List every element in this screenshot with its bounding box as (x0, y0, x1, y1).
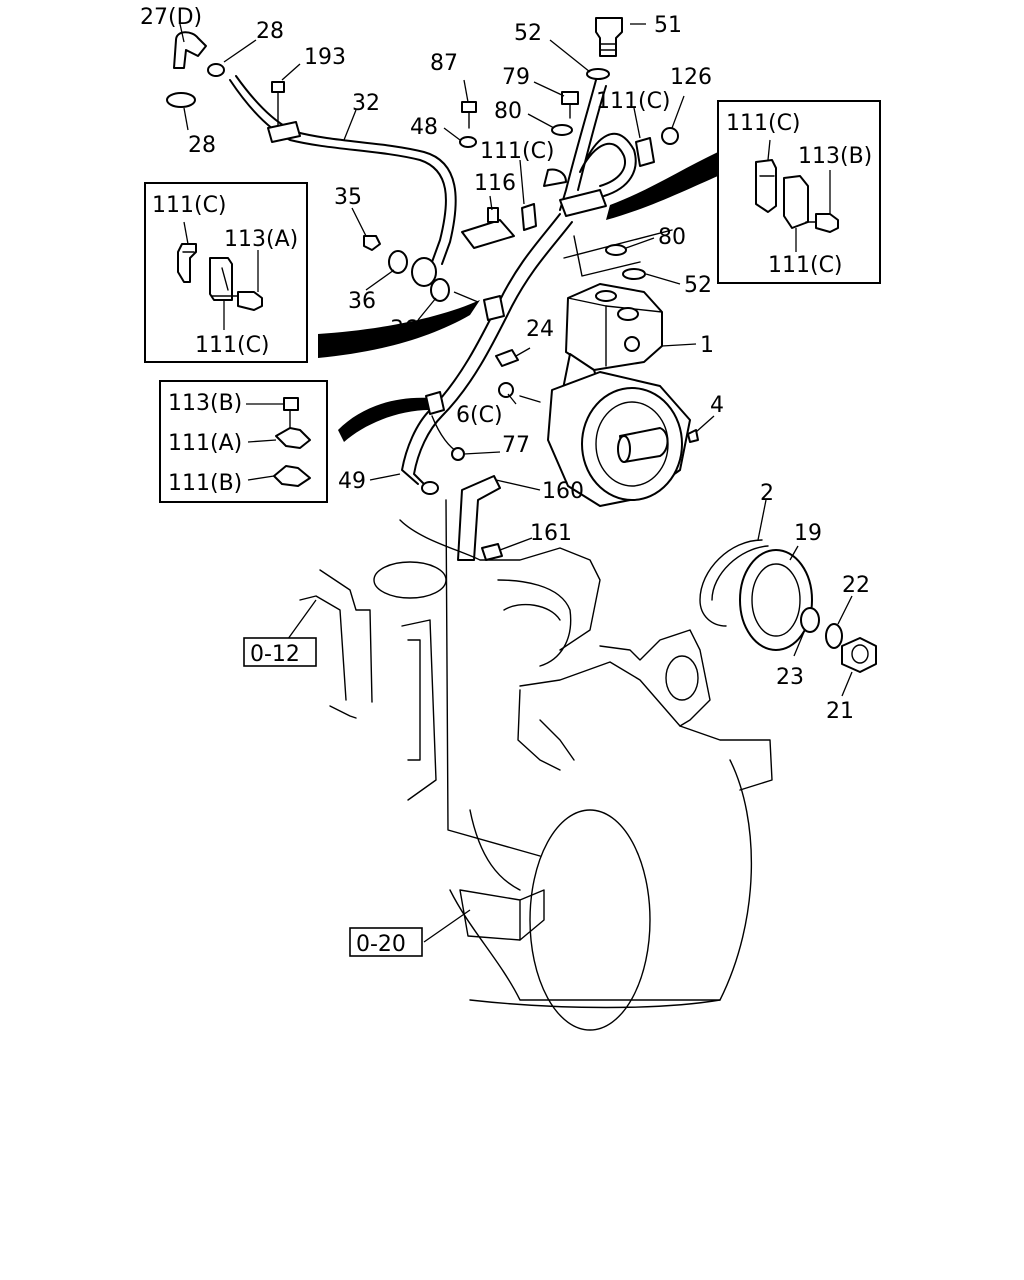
callout-36-right: 36 (390, 317, 418, 342)
callout-4: 4 (710, 393, 724, 418)
reference-label-0-12: 0-12 (250, 642, 300, 667)
callout-22: 22 (842, 573, 870, 598)
callout-23: 23 (776, 665, 804, 690)
callout-27d: 27(D) (140, 5, 202, 30)
reference-box-0-20[interactable]: 0-20 (349, 927, 423, 957)
callout-19: 19 (794, 521, 822, 546)
box-label-111a: 111(A) (168, 431, 242, 456)
callout-80-top: 80 (494, 99, 522, 124)
box-label-111c-top: 111(C) (152, 193, 227, 218)
engine-block-outline (299, 519, 773, 1031)
callout-32: 32 (352, 91, 380, 116)
box-label-113b-right: 113(B) (798, 144, 872, 169)
callout-28-upper: 28 (256, 19, 284, 44)
callout-126: 126 (670, 65, 712, 90)
callout-6c: 6(C) (456, 403, 503, 428)
box-label-111c-bottom: 111(C) (195, 333, 270, 358)
callout-111c-top: 111(C) (596, 89, 671, 114)
callout-51: 51 (654, 13, 682, 38)
callout-48: 48 (410, 115, 438, 140)
callout-52-top: 52 (514, 21, 542, 46)
bracket (445, 475, 541, 857)
callout-1: 1 (700, 333, 714, 358)
pointer-swoosh-lower-left (338, 397, 430, 442)
callout-160: 160 (542, 479, 584, 504)
callout-2: 2 (760, 481, 774, 506)
callout-161: 161 (530, 521, 572, 546)
callout-77: 77 (502, 433, 530, 458)
hose-assembly (166, 31, 457, 302)
box-label-113a: 113(A) (224, 227, 298, 252)
callout-116: 116 (474, 171, 516, 196)
callout-21: 21 (826, 699, 854, 724)
detail-box-right-upper: 111(C) 113(B) 111(C) (717, 100, 881, 284)
callout-28-lower: 28 (188, 133, 216, 158)
callout-111c-mid: 111(C) (480, 139, 555, 164)
box-label-111c-top-right: 111(C) (726, 111, 801, 136)
callout-labels: 27(D) 28 28 193 32 87 48 52 51 79 80 111… (140, 5, 870, 724)
box-label-111c-bottom-right: 111(C) (768, 253, 843, 278)
callout-36-left: 36 (348, 289, 376, 314)
leader-lines (179, 23, 853, 943)
detail-box-left-lower: 113(B) 111(A) 111(B) (159, 380, 328, 503)
reference-label-0-20: 0-20 (356, 932, 406, 957)
pipe-assembly (401, 17, 679, 495)
callout-52-lower: 52 (684, 273, 712, 298)
callout-193: 193 (304, 45, 346, 70)
callout-35: 35 (334, 185, 362, 210)
air-compressor (495, 283, 699, 507)
detail-box-left-upper: 111(C) 113(A) 111(C) (144, 182, 308, 363)
pointer-swoosh-upper-left (318, 300, 480, 358)
gear-parts (699, 539, 877, 673)
box-label-111b: 111(B) (168, 471, 242, 496)
callout-24: 24 (526, 317, 554, 342)
callout-80-lower: 80 (658, 225, 686, 250)
box-label-113b: 113(B) (168, 391, 242, 416)
callout-49: 49 (338, 469, 366, 494)
callout-79: 79 (502, 65, 530, 90)
callout-87: 87 (430, 51, 458, 76)
reference-box-0-12[interactable]: 0-12 (243, 637, 317, 667)
pointer-swoosh-right (606, 152, 718, 220)
